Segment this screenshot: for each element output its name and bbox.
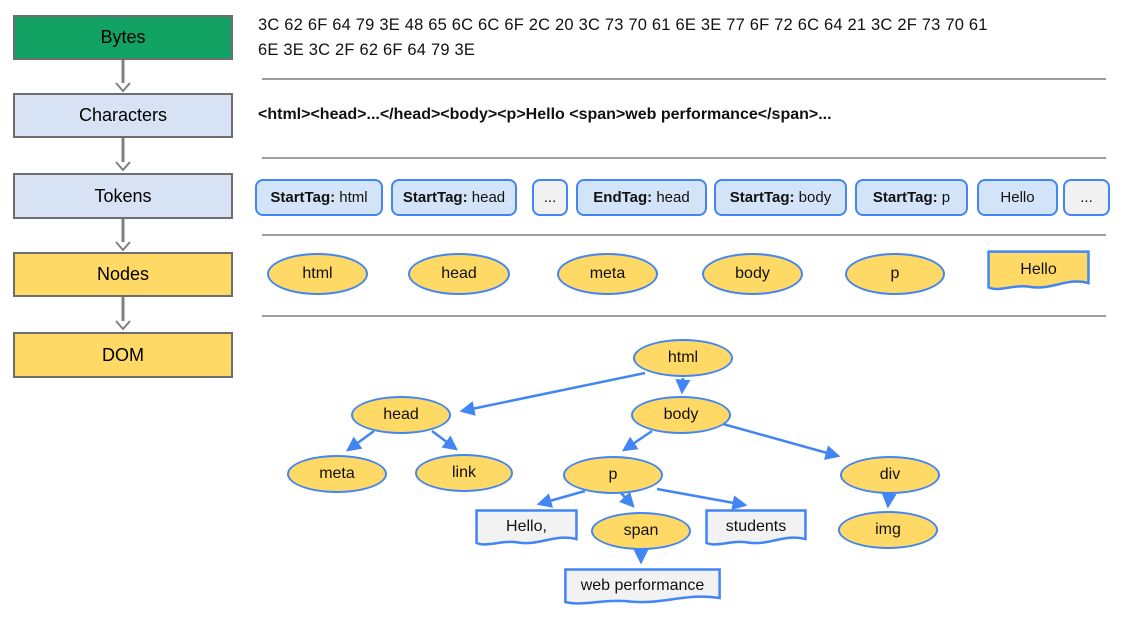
stage-label-bytes: Bytes <box>100 27 146 47</box>
node-label: p <box>890 265 900 282</box>
edge-html-head <box>459 371 646 416</box>
bytes-hex-line-1: 3C 62 6F 64 79 3E 48 65 6C 6C 6F 2C 20 3… <box>258 16 988 34</box>
characters-string: <html><head>...</head><body><p>Hello <sp… <box>258 106 832 123</box>
token-value: p <box>937 189 951 206</box>
stage-box-tokens: Tokens <box>13 173 233 219</box>
token-starttag-body: StartTag: body <box>714 179 847 216</box>
token-ellipsis-2: ... <box>1063 179 1110 216</box>
tree-textflag-web-performance: web performance <box>563 568 722 608</box>
tree-oval-img: img <box>838 511 938 549</box>
token-value: head <box>652 189 690 206</box>
token-value: head <box>467 189 506 206</box>
stage-label-tokens: Tokens <box>94 185 152 206</box>
bytes-hex-text: 3C 62 6F 64 79 3E 48 65 6C 6C 6F 2C 20 3… <box>258 13 988 63</box>
text-node-shape <box>475 509 578 549</box>
stage-arrowhead <box>115 82 131 93</box>
tree-node-label: span <box>623 522 659 539</box>
edge-body-p <box>621 429 653 452</box>
stage-label-characters: Characters <box>78 105 168 125</box>
stage-arrowhead <box>115 161 131 172</box>
text-node-shape <box>705 509 807 549</box>
stage-label-nodes: Nodes <box>96 264 150 284</box>
tree-oval-div: div <box>840 456 940 494</box>
node-oval-meta: meta <box>557 253 658 295</box>
token-type-label: StartTag: <box>872 189 938 206</box>
tree-node-label: link <box>451 464 476 481</box>
node-label: meta <box>589 265 626 282</box>
separator-nodes <box>262 315 1106 317</box>
stage-arrowhead <box>115 241 131 252</box>
tree-textflag-students: students <box>705 509 807 549</box>
edge-body-div <box>722 422 841 460</box>
token-starttag-html: StartTag: html <box>255 179 383 216</box>
token-value: Hello <box>1000 189 1035 206</box>
tree-node-label: body <box>663 406 699 423</box>
token-text-hello: Hello <box>977 179 1058 216</box>
tree-node-label: students <box>725 517 787 535</box>
stage-box-nodes: Nodes <box>13 252 233 297</box>
tree-oval-span: span <box>591 512 691 550</box>
text-node-shape <box>563 568 722 608</box>
token-endtag-head: EndTag: head <box>576 179 707 216</box>
separator-tokens <box>262 234 1106 236</box>
token-starttag-p: StartTag: p <box>855 179 968 216</box>
edge-p-students <box>656 487 748 511</box>
token-starttag-head: StartTag: head <box>391 179 517 216</box>
tree-node-label: div <box>879 466 901 483</box>
token-value: html <box>335 189 368 206</box>
stage-box-characters: Characters <box>13 93 233 138</box>
stage-box-dom: DOM <box>13 332 233 378</box>
tree-node-label: Hello, <box>506 517 547 535</box>
tree-node-label: p <box>608 466 618 483</box>
tree-node-label: meta <box>319 465 355 482</box>
token-ellipsis-1: ... <box>532 179 568 216</box>
separator-characters <box>262 157 1106 159</box>
token-value: body <box>794 189 832 206</box>
tree-oval-head: head <box>351 396 451 434</box>
node-label: Hello <box>1020 260 1057 278</box>
edge-p-hello <box>536 489 586 508</box>
stage-box-bytes: Bytes <box>13 15 233 60</box>
tree-node-label: html <box>667 349 699 366</box>
tree-oval-link: link <box>415 454 513 492</box>
tree-oval-html: html <box>633 339 733 377</box>
token-type-label: StartTag: <box>729 189 795 206</box>
stage-arrowhead <box>115 320 131 331</box>
tree-node-label: web performance <box>580 576 705 594</box>
token-type-label: EndTag: <box>593 189 653 206</box>
tree-oval-meta: meta <box>287 455 387 493</box>
node-oval-body: body <box>702 253 803 295</box>
edge-p-span <box>619 491 635 508</box>
node-textflag-hello: Hello <box>987 250 1090 294</box>
node-oval-p: p <box>845 253 945 295</box>
edge-div-img <box>881 492 897 509</box>
tree-node-label: head <box>383 406 419 423</box>
tree-node-label: img <box>875 521 901 538</box>
text-node-shape <box>987 250 1090 294</box>
tree-textflag-hello: Hello, <box>475 509 578 549</box>
stage-label-dom: DOM <box>102 344 144 365</box>
token-value: ... <box>543 189 557 206</box>
token-value: ... <box>1080 189 1093 206</box>
token-type-label: StartTag: <box>270 189 336 206</box>
edge-head-meta <box>345 429 375 452</box>
tree-oval-p: p <box>563 456 663 494</box>
tree-oval-body: body <box>631 396 731 434</box>
bytes-hex-line-2: 6E 3E 3C 2F 62 6F 64 79 3E <box>258 41 476 59</box>
token-type-label: StartTag: <box>402 189 468 206</box>
separator-bytes <box>262 78 1106 80</box>
node-label: html <box>302 265 333 282</box>
edge-html-body <box>675 377 691 395</box>
node-oval-head: head <box>408 253 510 295</box>
edge-head-link <box>431 430 458 451</box>
node-label: head <box>441 265 477 282</box>
node-label: body <box>735 265 770 282</box>
node-oval-html: html <box>267 253 368 295</box>
